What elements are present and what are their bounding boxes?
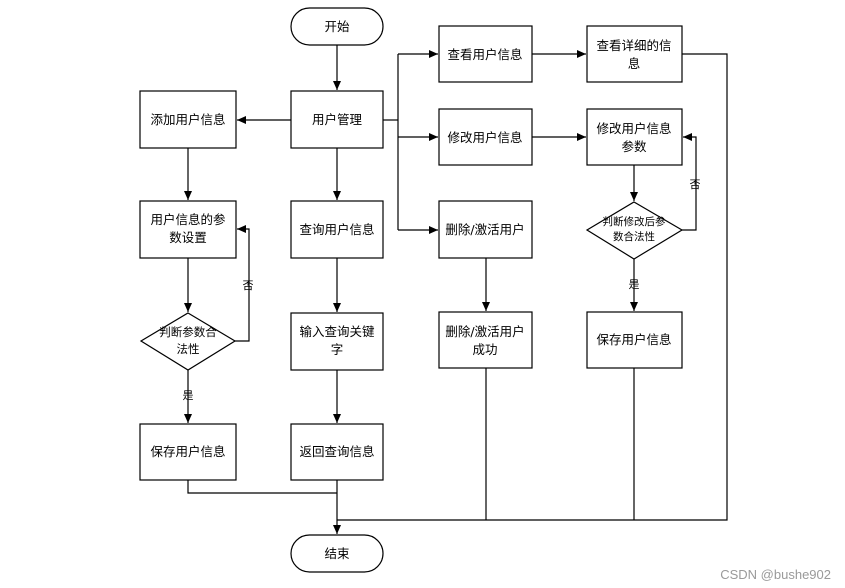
delete-user-box [438,200,533,259]
start-node [290,7,384,46]
view-user-box [438,25,533,83]
query-user-box [290,200,384,259]
modify-params-box [586,108,683,166]
connectors [184,45,728,534]
add-check-label-2: 法性 [177,342,200,356]
watermark: CSDN @bushe902 [720,567,831,582]
end-label: 结束 [324,546,350,561]
query-input-box [290,312,384,371]
modify-no-label: 否 [690,178,701,191]
modify-params-label-2: 参数 [621,139,647,154]
add-params-label-2: 数设置 [169,230,207,245]
modify-user-label: 修改用户信息 [447,130,522,145]
delete-done-label-2: 成功 [472,342,497,357]
query-user-label: 查询用户信息 [299,222,374,237]
end-node [290,534,384,573]
add-check-label-1: 判断参数合 [159,325,217,339]
modify-check-label-1: 判断修改后参 [603,215,666,228]
query-input-label-1: 输入查询关键 [299,324,375,339]
line-add-save-to-end [187,480,337,494]
line-detail-to-end [337,53,728,521]
add-save-box [139,423,237,481]
arrow-modcheck-no-back [682,133,697,231]
modify-check-diamond [585,201,684,260]
user-management-box [290,90,384,149]
modify-check-label-2: 数合法性 [613,230,655,243]
query-result-box [290,423,384,481]
modify-save-label: 保存用户信息 [596,332,671,347]
view-user-label: 查看用户信息 [447,47,522,62]
arrow-check-no-back [235,225,250,342]
query-input-label-2: 字 [331,342,344,357]
view-detail-label-2: 息 [628,56,641,71]
view-detail-label-1: 查看详细的信 [596,38,671,53]
add-user-label: 添加用户信息 [150,112,225,127]
query-result-label: 返回查询信息 [299,444,374,459]
modify-save-box [586,311,683,369]
view-detail-box [586,25,683,83]
add-user-box [139,90,237,149]
add-params-label-1: 用户信息的参 [150,212,226,227]
add-yes-label: 是 [183,389,194,402]
modify-yes-label: 是 [629,278,640,291]
add-check-diamond [139,312,237,371]
add-params-box [139,200,237,259]
start-label: 开始 [324,19,350,34]
add-no-label: 否 [243,279,254,292]
modify-params-label-1: 修改用户信息 [596,121,671,136]
delete-user-label: 删除/激活用户 [445,222,524,237]
delete-done-box [438,311,533,369]
user-management-label: 用户管理 [312,112,363,127]
add-save-label: 保存用户信息 [150,444,225,459]
modify-user-box [438,108,533,166]
delete-done-label-1: 删除/激活用户 [445,324,524,339]
